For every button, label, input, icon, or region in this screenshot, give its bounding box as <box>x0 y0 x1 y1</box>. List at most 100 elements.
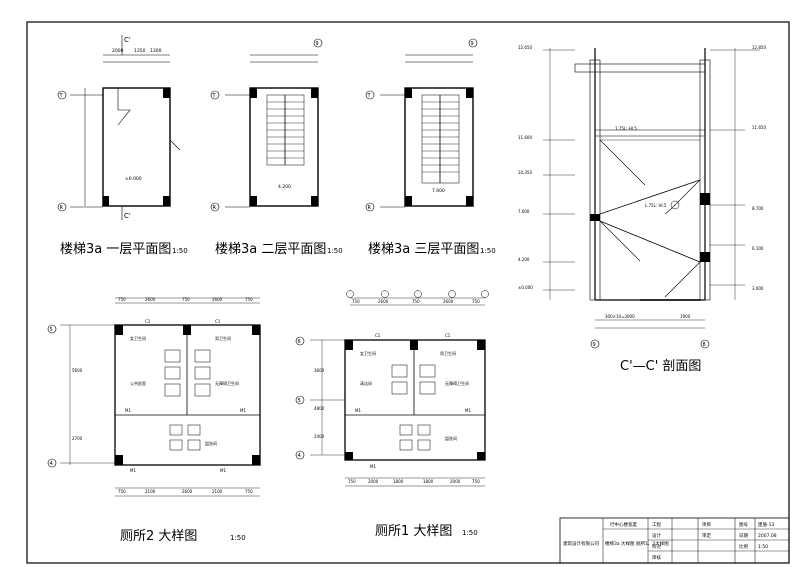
dim-text: 750 <box>352 299 360 304</box>
axis-bubble: T <box>367 93 372 99</box>
tb-field: 项目 <box>702 522 711 528</box>
cut-mark-bottom: C' <box>124 212 131 220</box>
door-label: M1 <box>240 408 246 413</box>
stair-plan-floor1: 2000 1350 1300 C' T R ±0.000 C' <box>57 35 181 220</box>
door-label: M1 <box>125 408 131 413</box>
room-label: 公共前室 <box>130 380 146 386</box>
stair-plan-floor2: 9 T R 4.200 <box>210 38 323 212</box>
cut-mark-top: C' <box>124 36 131 44</box>
toilet1-plan: 750 2600 750 2600 750 女卫生间 男卫生间 清洁间 盥洗间 … <box>295 290 489 487</box>
dim-text: 2600 <box>443 299 454 304</box>
dim-text: 2400 <box>314 434 325 439</box>
dim-text: 2100 <box>212 489 223 494</box>
room-label: 盥洗间 <box>445 435 457 441</box>
dim-text: 2600 <box>378 299 389 304</box>
toilet2-plan: 750 2600 750 2600 750 女卫生间 男卫生间 公共前室 无障碍… <box>47 297 261 497</box>
dim-text: 750 <box>245 489 253 494</box>
door-label: C1 <box>215 319 221 324</box>
axis-bubble: 9 <box>593 342 596 348</box>
axis-bubble: T <box>59 93 64 99</box>
level-mark: ±0.000 <box>518 285 533 290</box>
section-c-c: 1.75L: HI.5 L.75L: HI.5 12.650 11.600 10… <box>518 45 766 349</box>
level-mark: 4.200 <box>518 257 530 262</box>
room-label: 女卫生间 <box>130 335 146 341</box>
dim-text: 2700 <box>72 436 83 441</box>
tb-field: 工程 <box>652 521 661 528</box>
dim-text: 5600 <box>72 368 83 373</box>
level-mark: 12.650 <box>518 45 532 50</box>
dim-text: 3600 <box>314 368 325 373</box>
axis-bubble: 5 <box>298 398 301 404</box>
section-note: L.75L: HI.5 <box>645 203 667 208</box>
axis-bubble: T <box>212 93 217 99</box>
scale-label: 1:50 <box>230 534 246 542</box>
dim-text: 1350 <box>134 48 146 54</box>
level-mark: 3.000 <box>752 286 764 291</box>
dim-text: 2600 <box>212 297 223 302</box>
axis-bubble: 5 <box>50 327 53 333</box>
door-label: M1 <box>370 464 376 469</box>
drawing-name: 楼梯3a 大样图 厕所1、2大样图 <box>605 540 669 547</box>
axis-bubble: 6 <box>298 339 301 345</box>
title-toilet2: 厕所2 大样图 <box>120 529 197 544</box>
dim-text: 1900 <box>680 314 691 319</box>
door-label: M1 <box>465 408 471 413</box>
level-mark: 10.350 <box>518 170 532 175</box>
tb-field: 日期 <box>739 533 748 539</box>
axis-bubble: R <box>60 205 64 211</box>
tb-field: 校对 <box>652 543 661 550</box>
landing-level: ±0.000 <box>125 176 142 182</box>
dim-text: 2000 <box>368 479 379 484</box>
dim-text: 750 <box>182 297 190 302</box>
tb-field: 审定 <box>702 532 711 539</box>
axis-bubble: 9 <box>316 41 319 47</box>
dim-text: 750 <box>412 299 420 304</box>
title-toilet1: 厕所1 大样图 <box>375 524 452 539</box>
door-label: C1 <box>445 333 451 338</box>
dim-text: 2600 <box>182 489 193 494</box>
landing-level: 7.600 <box>432 188 445 194</box>
tb-field: 比例 <box>739 543 748 550</box>
dim-text: 2000 <box>450 479 461 484</box>
project-name: 行中心楼宽度 <box>610 521 637 528</box>
landing-level: 4.200 <box>278 184 291 190</box>
dim-text: 750 <box>472 479 480 484</box>
room-label: 盥洗间 <box>205 440 217 446</box>
dim-text: 2000 <box>112 48 124 54</box>
section-note: 1.75L: HI.5 <box>615 126 637 131</box>
company-name: 建筑设计有限公司 <box>563 540 599 547</box>
door-label: C1 <box>145 319 151 324</box>
axis-bubble: R <box>368 205 372 211</box>
title-block: 建筑设计有限公司 行中心楼宽度 楼梯3a 大样图 厕所1、2大样图 工程 设计 … <box>559 517 790 564</box>
drawing-scale: 1:50 <box>758 544 768 550</box>
level-mark: 12.850 <box>752 45 766 50</box>
tb-field: 图号 <box>739 522 748 528</box>
door-label: M1 <box>220 468 226 473</box>
drawing-date: 2007.08 <box>758 533 777 539</box>
room-label: 清洁间 <box>360 380 372 386</box>
axis-bubble: 4 <box>298 453 301 459</box>
dim-text: 750 <box>245 297 253 302</box>
dim-text: 750 <box>348 479 356 484</box>
title-stair-plan-3: 楼梯3a 三层平面图 <box>368 242 479 257</box>
sheet-number: 建施-13 <box>758 521 774 528</box>
scale-label: 1:50 <box>462 529 478 537</box>
scale-label: 1:50 <box>327 247 343 255</box>
level-mark: 7.600 <box>518 209 530 214</box>
level-mark: 8.700 <box>752 206 764 211</box>
level-mark: 11.600 <box>518 135 532 140</box>
axis-bubble: 4 <box>50 461 53 467</box>
sheet-border <box>26 21 790 564</box>
dim-text: 300×10=3000 <box>605 314 635 319</box>
dim-text: 1300 <box>150 48 162 54</box>
dim-text: 750 <box>118 297 126 302</box>
dim-text: 4800 <box>314 406 325 411</box>
room-label: 无障碍卫生间 <box>215 380 239 386</box>
level-mark: 6.100 <box>752 246 764 251</box>
door-label: M1 <box>130 468 136 473</box>
dim-text: 1800 <box>423 479 434 484</box>
tb-field: 设计 <box>652 532 661 539</box>
room-label: 男卫生间 <box>215 335 231 341</box>
dim-text: 2100 <box>145 489 156 494</box>
